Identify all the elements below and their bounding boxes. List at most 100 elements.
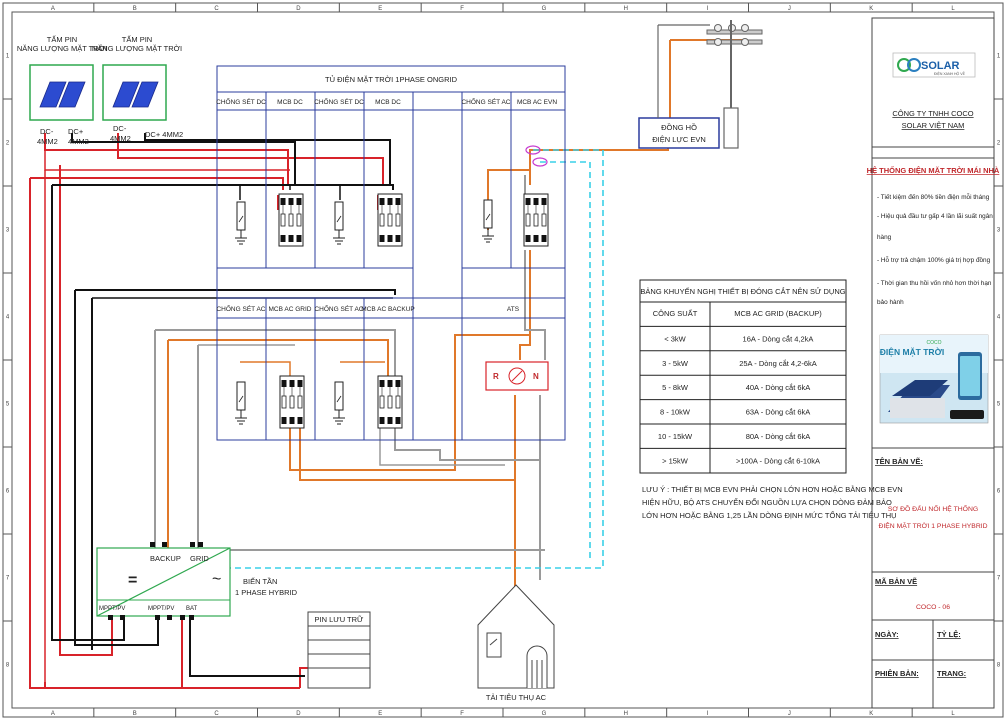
mcb-terminal: [533, 235, 539, 242]
wire-red-bat3: [299, 667, 310, 688]
frame-col-J: J: [788, 6, 791, 12]
panel-1-label-1: TẤM PIN: [47, 34, 77, 44]
mcb-breaker: [523, 193, 549, 247]
wire-black-bat: [189, 615, 305, 677]
utility-pole: [657, 20, 763, 149]
panel-2-cell-a: [112, 81, 140, 108]
promo-title: ĐIỆN MẶT TRỜI: [880, 346, 944, 357]
drawing-code: COCO - 06: [916, 604, 950, 611]
port-mppt1-b: [120, 615, 125, 620]
surge-mark: [238, 395, 244, 403]
p2-neg: DC-: [113, 124, 127, 133]
evn-meter: ĐỒNG HỒ ĐIỆN LỰC EVN: [638, 117, 720, 149]
mcb-toggle: [387, 395, 393, 409]
mcb-terminal: [297, 417, 303, 424]
mcb-terminal: [379, 235, 385, 242]
mcb-terminal: [379, 198, 385, 205]
mcb-terminal: [395, 380, 401, 387]
mcb-toggle: [296, 213, 302, 227]
benefit-item: bảo hành: [877, 299, 904, 306]
drawing-code-label: MÃ BẢN VẼ: [875, 577, 917, 586]
p1-neg: DC-: [40, 127, 54, 136]
wire-cyan-ct2: [540, 161, 591, 560]
port-bat-b: [189, 615, 194, 620]
ats-dial-needle: [511, 370, 523, 382]
frame-col-bottom-L: L: [951, 711, 955, 717]
surge-body: [334, 201, 344, 231]
mcb-terminal: [297, 380, 303, 387]
wire-red-p2: [117, 133, 384, 185]
p1-neg-size: 4MM2: [37, 137, 58, 146]
wire-red-mppt1: [59, 165, 113, 656]
title-block: [871, 17, 995, 709]
wire-black-bus: [75, 289, 396, 295]
mcb-terminal: [525, 198, 531, 205]
inverter-ac-symbol: ~: [212, 571, 221, 588]
wire-black-surge: [240, 184, 291, 190]
port-grid-b: [198, 542, 203, 547]
surge-body: [236, 381, 246, 411]
mcb-terminal: [296, 198, 302, 205]
house-window: [486, 632, 502, 658]
p1-pos-size: 4MM2: [68, 137, 89, 146]
wire-black-p1: [71, 133, 296, 185]
frame-col-A: A: [51, 6, 55, 12]
insulator-1: [714, 24, 722, 32]
page-label: TRANG:: [937, 669, 966, 678]
inverter-mppt-1: MPPT/PV: [99, 606, 125, 612]
frame-col-bottom-K: K: [869, 711, 873, 717]
mcb-terminal: [395, 235, 401, 242]
ct-sensor-2: [532, 157, 548, 167]
wire-gray-b2: [379, 415, 505, 466]
frame-col-bottom-A: A: [51, 711, 55, 717]
cabinet-top-header: CHỐNG SÉT AC: [461, 96, 510, 106]
frame-row-right-8: 8: [997, 663, 1001, 669]
benefit-list: - Tiết kiệm đến 80% tiền điện mỗi tháng-…: [877, 192, 993, 306]
panel-1-label-2: NĂNG LƯỢNG MẶT TRỜI: [17, 44, 107, 53]
cabinet-bottom-header: ATS: [507, 306, 520, 313]
mcb-toggle: [387, 213, 393, 227]
table-cell-mcb: 16A - Dòng cắt 4,2kA: [743, 334, 814, 343]
table-cell-power: 3 - 5kW: [662, 359, 689, 368]
mcb-terminal: [387, 380, 393, 387]
inverter-bat: BAT: [186, 606, 198, 612]
frame-col-bottom-I: I: [707, 711, 709, 717]
load-label: TẢI TIÊU THỤ AC: [486, 693, 547, 702]
frame-col-bottom-H: H: [624, 711, 628, 717]
table-cell-power: 8 - 10kW: [660, 408, 691, 417]
mcb-terminal: [379, 417, 385, 424]
surge-arrester: [333, 381, 345, 425]
surge-mark: [485, 213, 491, 221]
frame-col-H: H: [624, 6, 628, 12]
logo-sun-icon: [907, 58, 921, 72]
drawing-name-label: TÊN BẢN VẼ:: [875, 457, 923, 466]
ats-switch: R N: [485, 361, 549, 391]
table-header: CÔNG SUẤT: [653, 308, 698, 318]
table-note-1: LƯU Ý : THIẾT BỊ MCB EVN PHẢI CHỌN LỚN H…: [642, 484, 903, 494]
surge-body: [334, 381, 344, 411]
table-box: [639, 279, 847, 474]
table-cell-mcb: 80A - Dòng cắt 6kA: [746, 432, 811, 441]
p2-pos: DC+ 4MM2: [145, 130, 183, 139]
pole-crossarm-2: [706, 39, 763, 45]
logo-leaf-icon: [897, 58, 911, 72]
mcb-terminal: [525, 235, 531, 242]
mcb-terminal: [288, 198, 294, 205]
surge-mark: [336, 395, 342, 403]
table-cell-power: < 3kW: [664, 334, 686, 343]
surge-arrester: [235, 381, 247, 425]
mcb-breaker: [377, 193, 403, 247]
port-bat-a: [180, 615, 185, 620]
table-title: BẢNG KHUYẾN NGHỊ THIẾT BỊ ĐÓNG CẮT NÊN S…: [640, 286, 845, 296]
ac-load-house: [477, 584, 555, 689]
mcb-toggle: [533, 213, 539, 227]
wire-orange-evn: [487, 139, 670, 230]
wires: [29, 39, 745, 689]
mcb-terminal: [541, 235, 547, 242]
frame-col-bottom-C: C: [214, 711, 219, 717]
wire-black-p3: [52, 184, 394, 190]
frame-col-D: D: [296, 6, 301, 12]
promo-phone-screen: [960, 356, 980, 396]
